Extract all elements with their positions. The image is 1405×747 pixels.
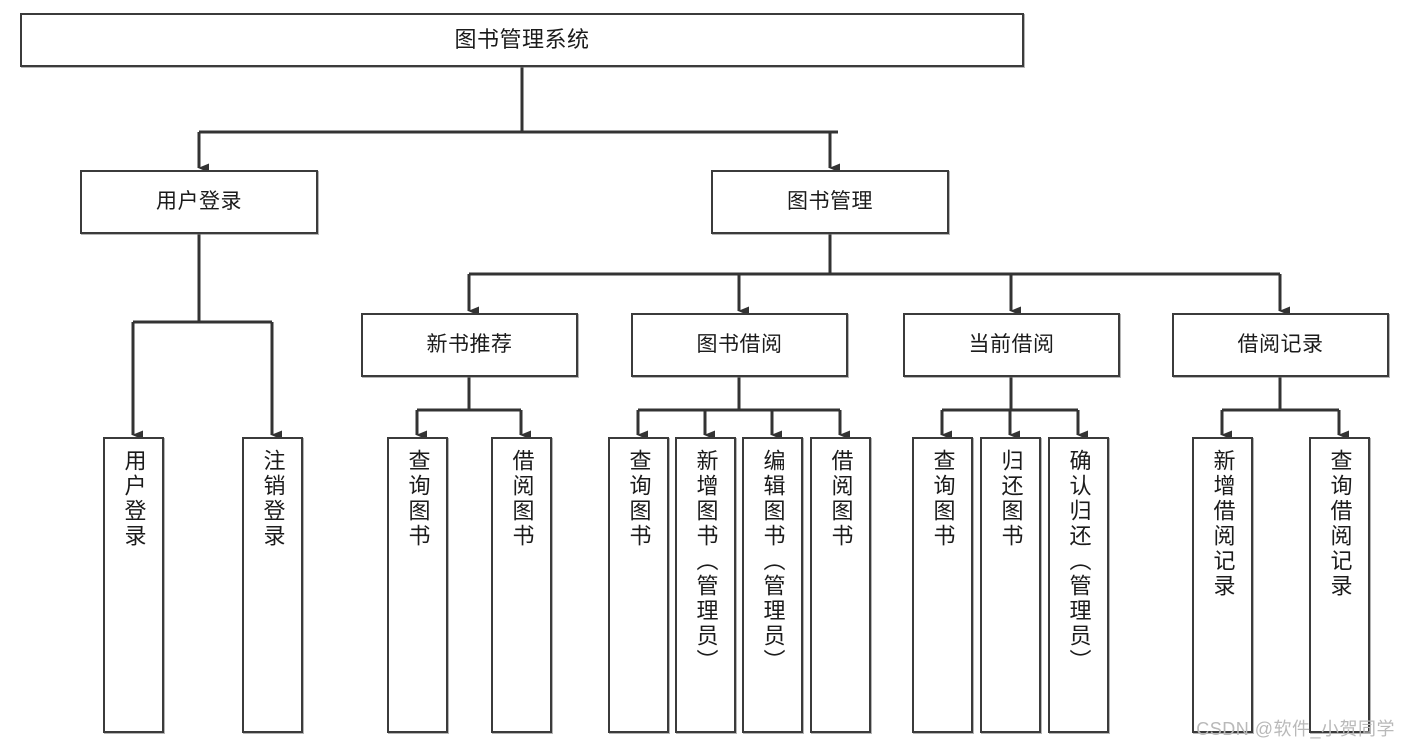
- node-leaf-add-borrow-record[interactable]: 新增借阅记录: [1192, 437, 1253, 733]
- node-leaf-edit-book-admin[interactable]: 编辑图书（管理员）: [742, 437, 803, 733]
- node-leaf-return-book[interactable]: 归还图书: [980, 437, 1041, 733]
- node-leaf-add-book-admin[interactable]: 新增图书（管理员）: [675, 437, 736, 733]
- node-leaf-user-login-label: 用户登录: [121, 449, 147, 549]
- node-leaf-user-login[interactable]: 用户登录: [103, 437, 164, 733]
- node-leaf-borrow-book-2[interactable]: 借阅图书: [810, 437, 871, 733]
- node-leaf-confirm-return-admin[interactable]: 确认归还（管理员）: [1048, 437, 1109, 733]
- node-leaf-query-book-1[interactable]: 查询图书: [387, 437, 448, 733]
- node-leaf-query-book-3[interactable]: 查询图书: [912, 437, 973, 733]
- node-borrow-label: 图书借阅: [696, 333, 783, 357]
- node-bookmgmt[interactable]: 图书管理: [711, 170, 949, 234]
- node-current-label: 当前借阅: [968, 333, 1055, 357]
- node-leaf-query-book-1-label: 查询图书: [405, 449, 431, 549]
- node-leaf-borrow-book-2-label: 借阅图书: [828, 449, 854, 549]
- node-current[interactable]: 当前借阅: [903, 313, 1120, 377]
- node-borrow[interactable]: 图书借阅: [631, 313, 848, 377]
- node-leaf-query-book-2[interactable]: 查询图书: [608, 437, 669, 733]
- node-root[interactable]: 图书管理系统: [20, 13, 1024, 67]
- node-leaf-logout-label: 注销登录: [260, 449, 286, 549]
- node-newbook-label: 新书推荐: [426, 333, 513, 357]
- node-login-label: 用户登录: [156, 190, 242, 214]
- node-leaf-logout[interactable]: 注销登录: [242, 437, 303, 733]
- node-leaf-query-borrow-record[interactable]: 查询借阅记录: [1309, 437, 1370, 733]
- node-leaf-edit-book-admin-label: 编辑图书（管理员）: [760, 449, 786, 674]
- node-leaf-return-book-label: 归还图书: [998, 449, 1024, 549]
- node-leaf-add-borrow-record-label: 新增借阅记录: [1210, 449, 1236, 599]
- node-login[interactable]: 用户登录: [80, 170, 318, 234]
- node-leaf-borrow-book-1[interactable]: 借阅图书: [491, 437, 552, 733]
- node-root-label: 图书管理系统: [454, 26, 590, 52]
- node-leaf-query-book-3-label: 查询图书: [930, 449, 956, 549]
- node-leaf-query-borrow-record-label: 查询借阅记录: [1327, 449, 1353, 599]
- node-leaf-add-book-admin-label: 新增图书（管理员）: [693, 449, 719, 674]
- node-record-label: 借阅记录: [1237, 333, 1324, 357]
- node-record[interactable]: 借阅记录: [1172, 313, 1389, 377]
- node-leaf-borrow-book-1-label: 借阅图书: [509, 449, 535, 549]
- node-newbook[interactable]: 新书推荐: [361, 313, 578, 377]
- node-leaf-confirm-return-admin-label: 确认归还（管理员）: [1066, 449, 1092, 674]
- node-leaf-query-book-2-label: 查询图书: [626, 449, 652, 549]
- node-bookmgmt-label: 图书管理: [787, 190, 873, 214]
